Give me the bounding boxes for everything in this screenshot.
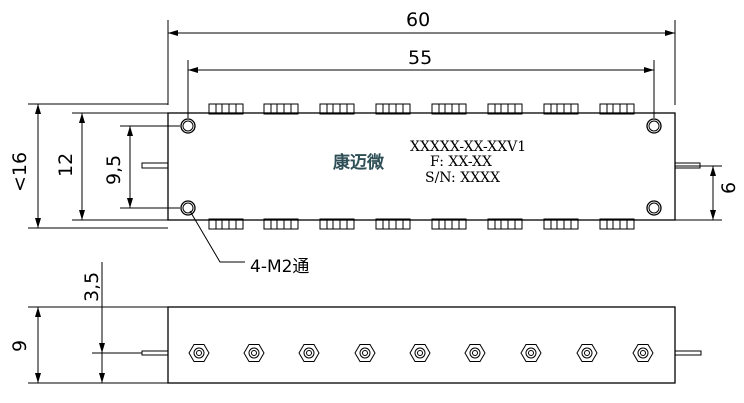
pin — [431, 103, 467, 115]
pin — [599, 218, 635, 230]
dim-body-height: 9 — [9, 340, 31, 352]
front-view: 9 3,5 — [9, 262, 702, 384]
pin — [319, 103, 355, 115]
pin — [599, 103, 635, 115]
sma-connectors — [188, 344, 654, 362]
pin — [208, 218, 244, 230]
model-label: XXXXX-XX-XXV1 — [410, 139, 526, 155]
pin — [375, 218, 411, 230]
pin — [543, 218, 579, 230]
pin — [208, 103, 244, 115]
right-connector-front — [674, 350, 702, 356]
hole-callout-label: 4-M2通 — [250, 257, 309, 277]
left-connector-top — [141, 162, 169, 169]
pin — [263, 218, 299, 230]
mounting-holes — [180, 118, 662, 216]
brand-logo: 康迈微 — [333, 152, 385, 173]
bottom-pin-row — [208, 218, 635, 230]
pin — [487, 218, 523, 230]
pin — [543, 103, 579, 115]
top-view: 康迈微 XXXXX-XX-XXV1 F: XX-XX S/N: XXXX 4-M… — [141, 103, 701, 277]
top-dimensions: 60 55 <16 12 9,5 6 — [9, 9, 740, 229]
top-body — [167, 112, 676, 221]
dim-connector-offset: 6 — [718, 182, 740, 194]
pin — [263, 103, 299, 115]
frequency-label: F: XX-XX — [430, 154, 492, 170]
dim-overall-width: <16 — [9, 152, 31, 192]
dim-pin-height: 3,5 — [81, 272, 103, 302]
dim-overall-length: 60 — [406, 9, 430, 31]
dim-hole-spacing: 55 — [408, 47, 432, 69]
top-pin-row — [208, 103, 635, 115]
pin — [487, 103, 523, 115]
hole-callout-leader — [189, 210, 245, 263]
pin — [431, 218, 467, 230]
left-connector-front — [141, 350, 169, 356]
dim-body-width: 12 — [55, 153, 77, 177]
pin — [319, 218, 355, 230]
pin — [375, 103, 411, 115]
dim-hole-pitch: 9,5 — [103, 155, 125, 185]
serial-label: S/N: XXXX — [425, 170, 500, 186]
